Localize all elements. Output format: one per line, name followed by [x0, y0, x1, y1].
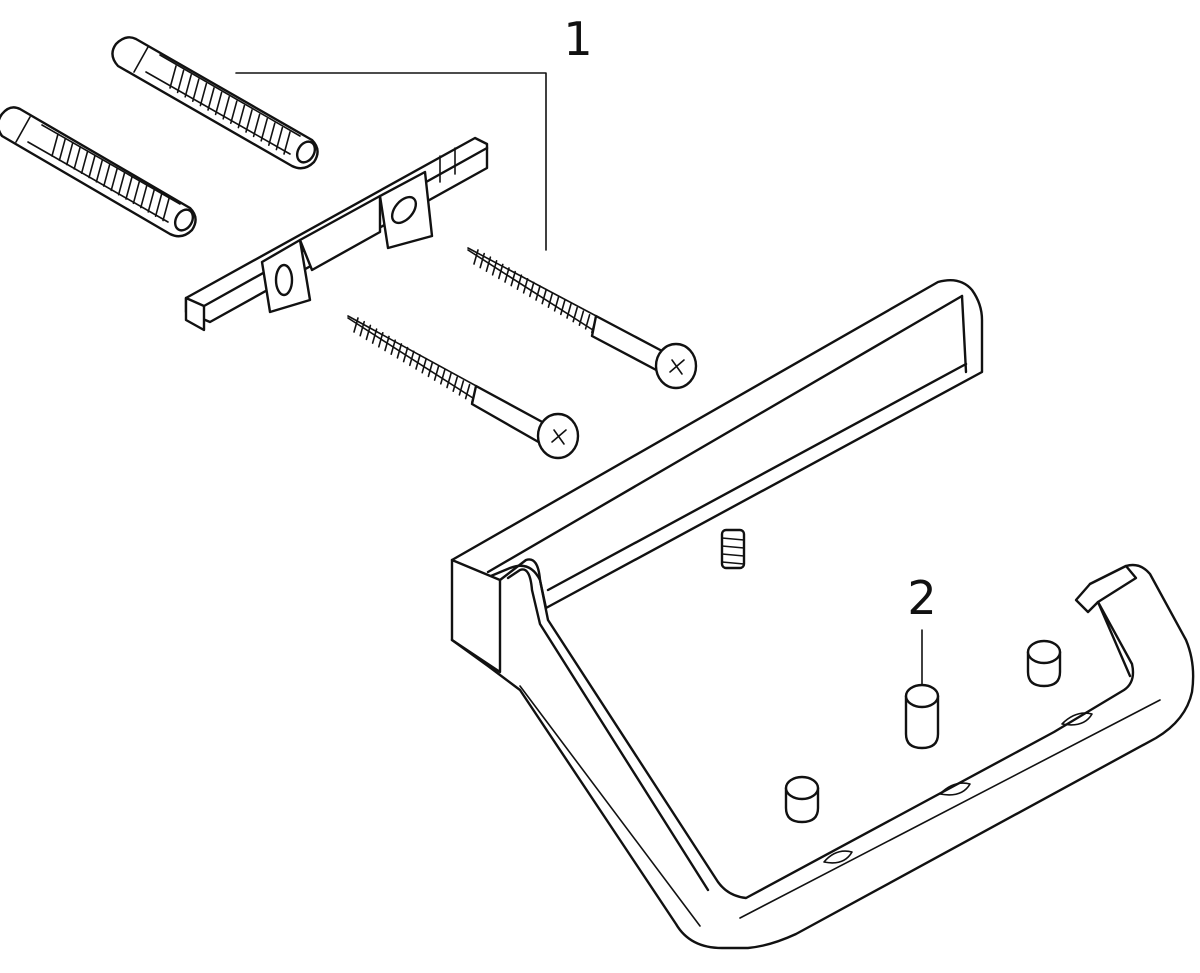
grub-screw	[720, 528, 746, 570]
cover-cap-left	[784, 775, 820, 824]
holder-body	[450, 279, 1195, 950]
callout-1-leader	[235, 72, 547, 251]
wall-anchor-lower	[0, 106, 197, 238]
wall-anchor-upper	[111, 36, 319, 170]
cover-cap-center	[904, 683, 940, 750]
wood-screw-upper	[467, 247, 698, 390]
wood-screw-lower	[347, 315, 580, 460]
callout-2-number: 2	[907, 571, 936, 625]
callout-1-number: 1	[563, 12, 592, 66]
mounting-bracket-plate	[184, 136, 489, 332]
cover-cap-right	[1026, 639, 1062, 688]
